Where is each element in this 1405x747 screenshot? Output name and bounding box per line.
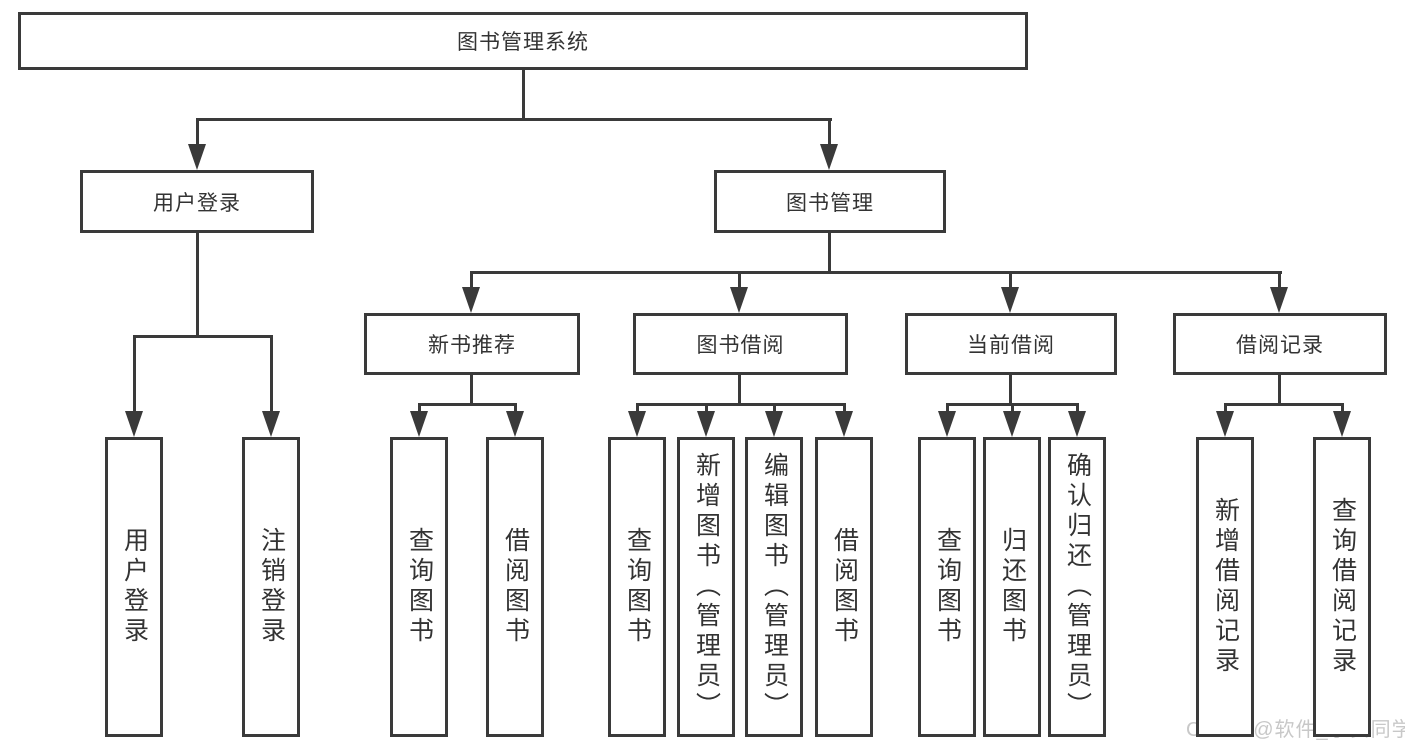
node-system-root: 图书管理系统: [18, 12, 1028, 70]
connector-line: [843, 403, 846, 413]
arrow-head-icon: [1001, 287, 1019, 313]
connector-line: [738, 375, 741, 405]
node-label: 查询图书: [405, 527, 434, 647]
leaf-user-login: 用户登录: [105, 437, 163, 737]
arrow-head-icon: [938, 411, 956, 437]
node-label: 用户登录: [153, 191, 241, 215]
connector-line: [196, 118, 832, 121]
arrow-head-icon: [1333, 411, 1351, 437]
connector-line: [196, 233, 199, 338]
connector-line: [946, 403, 949, 413]
arrow-head-icon: [1216, 411, 1234, 437]
connector-line: [133, 335, 273, 338]
node-label: 新增借阅记录: [1211, 497, 1240, 677]
node-label: 借阅记录: [1236, 334, 1324, 357]
connector-line: [1011, 403, 1014, 413]
arrow-head-icon: [1003, 411, 1021, 437]
leaf-borrow-books-recommend: 借阅图书: [486, 437, 544, 737]
connector-line: [470, 271, 1282, 274]
node-user-login: 用户登录: [80, 170, 314, 233]
arrow-head-icon: [730, 287, 748, 313]
connector-line: [1224, 403, 1343, 406]
node-label: 借阅图书: [501, 527, 530, 647]
node-label: 用户登录: [120, 527, 149, 647]
node-current-borrowing: 当前借阅: [905, 313, 1117, 375]
node-label: 图书借阅: [696, 334, 785, 357]
leaf-query-borrow-record: 查询借阅记录: [1313, 437, 1371, 737]
arrow-head-icon: [262, 411, 280, 437]
node-label: 编辑图书（管理员）: [760, 452, 789, 722]
arrow-head-icon: [835, 411, 853, 437]
leaf-query-books-current: 查询图书: [918, 437, 976, 737]
arrow-head-icon: [506, 411, 524, 437]
connector-line: [1076, 403, 1079, 413]
connector-line: [514, 403, 517, 413]
leaf-return-books: 归还图书: [983, 437, 1041, 737]
node-label: 注销登录: [257, 527, 286, 647]
connector-line: [773, 403, 776, 413]
connector-line: [470, 375, 473, 405]
connector-line: [828, 233, 831, 273]
node-label: 归还图书: [998, 527, 1027, 647]
arrow-head-icon: [125, 411, 143, 437]
connector-line: [636, 403, 845, 406]
connector-line: [133, 335, 136, 413]
node-label: 图书管理系统: [457, 31, 589, 54]
connector-line: [1224, 403, 1227, 413]
arrow-head-icon: [462, 287, 480, 313]
node-label: 借阅图书: [830, 527, 859, 647]
arrow-head-icon: [188, 144, 206, 170]
connector-line: [522, 70, 525, 118]
connector-line: [418, 403, 421, 413]
arrow-head-icon: [697, 411, 715, 437]
arrow-head-icon: [410, 411, 428, 437]
leaf-edit-books-admin: 编辑图书（管理员）: [745, 437, 803, 737]
leaf-query-books-recommend: 查询图书: [390, 437, 448, 737]
connector-line: [1278, 271, 1281, 289]
connector-line: [270, 335, 273, 413]
connector-line: [1341, 403, 1344, 413]
node-new-book-recommend: 新书推荐: [364, 313, 580, 375]
connector-line: [418, 403, 517, 406]
connector-line: [636, 403, 639, 413]
node-label: 新书推荐: [428, 334, 516, 357]
connector-line: [738, 271, 741, 289]
connector-line: [705, 403, 708, 413]
connector-line: [828, 118, 831, 148]
leaf-query-books-borrowing: 查询图书: [608, 437, 666, 737]
node-book-borrowing: 图书借阅: [633, 313, 848, 375]
arrow-head-icon: [1068, 411, 1086, 437]
leaf-borrow-books-borrowing: 借阅图书: [815, 437, 873, 737]
leaf-add-borrow-record: 新增借阅记录: [1196, 437, 1254, 737]
connector-line: [470, 271, 473, 289]
arrow-head-icon: [765, 411, 783, 437]
node-book-management: 图书管理: [714, 170, 946, 233]
node-label: 查询借阅记录: [1328, 497, 1357, 677]
connector-line: [1278, 375, 1281, 405]
arrow-head-icon: [820, 144, 838, 170]
leaf-add-books-admin: 新增图书（管理员）: [677, 437, 735, 737]
node-label: 当前借阅: [967, 334, 1055, 357]
node-label: 查询图书: [623, 527, 652, 647]
leaf-confirm-return-admin: 确认归还（管理员）: [1048, 437, 1106, 737]
node-label: 确认归还（管理员）: [1063, 452, 1092, 722]
arrow-head-icon: [1270, 287, 1288, 313]
connector-line: [1009, 375, 1012, 405]
node-label: 图书管理: [786, 191, 874, 215]
connector-line: [196, 118, 199, 148]
node-label: 查询图书: [933, 527, 962, 647]
connector-line: [1009, 271, 1012, 289]
node-borrowing-records: 借阅记录: [1173, 313, 1387, 375]
leaf-logout: 注销登录: [242, 437, 300, 737]
arrow-head-icon: [628, 411, 646, 437]
node-label: 新增图书（管理员）: [692, 452, 721, 722]
